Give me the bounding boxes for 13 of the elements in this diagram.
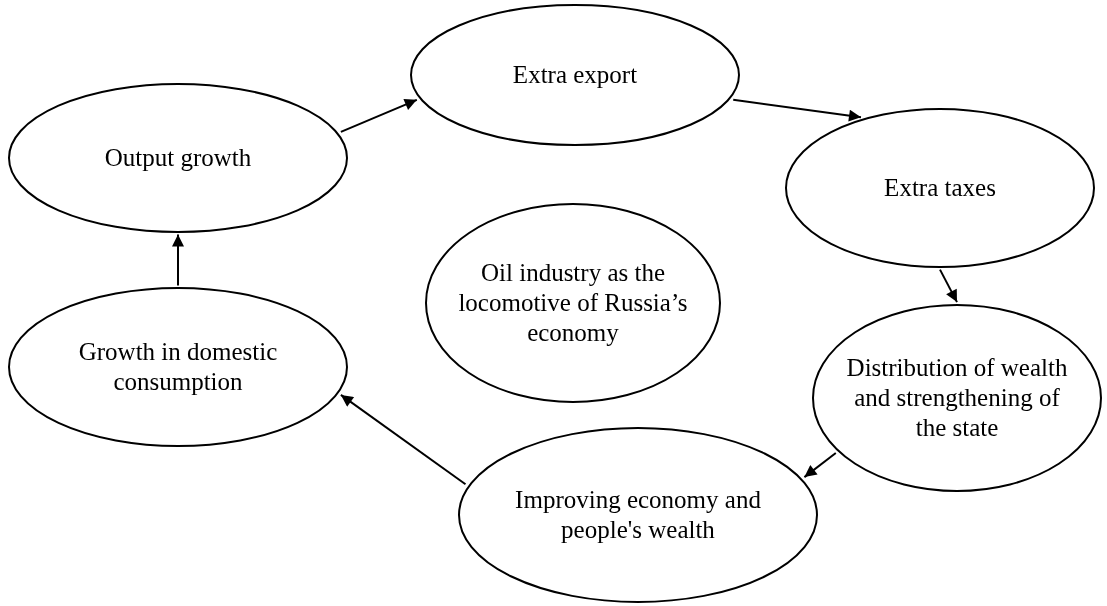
arrow [939,268,958,304]
node-label: Distribution of wealth and strengthening of the state [845,353,1069,443]
arrow [732,98,862,122]
node-label: Growth in domestic consumption [77,337,279,397]
node-label: Output growth [103,143,253,173]
node-label: Oil industry as the locomotive of Russia’s economy [457,258,689,348]
node-label: Improving economy and people's wealth [514,485,762,545]
node-label: Extra export [511,60,639,90]
arrow [172,233,184,287]
arrow [339,393,467,486]
node-label: Extra taxes [883,173,997,203]
arrow [339,98,418,133]
arrow [803,452,837,479]
